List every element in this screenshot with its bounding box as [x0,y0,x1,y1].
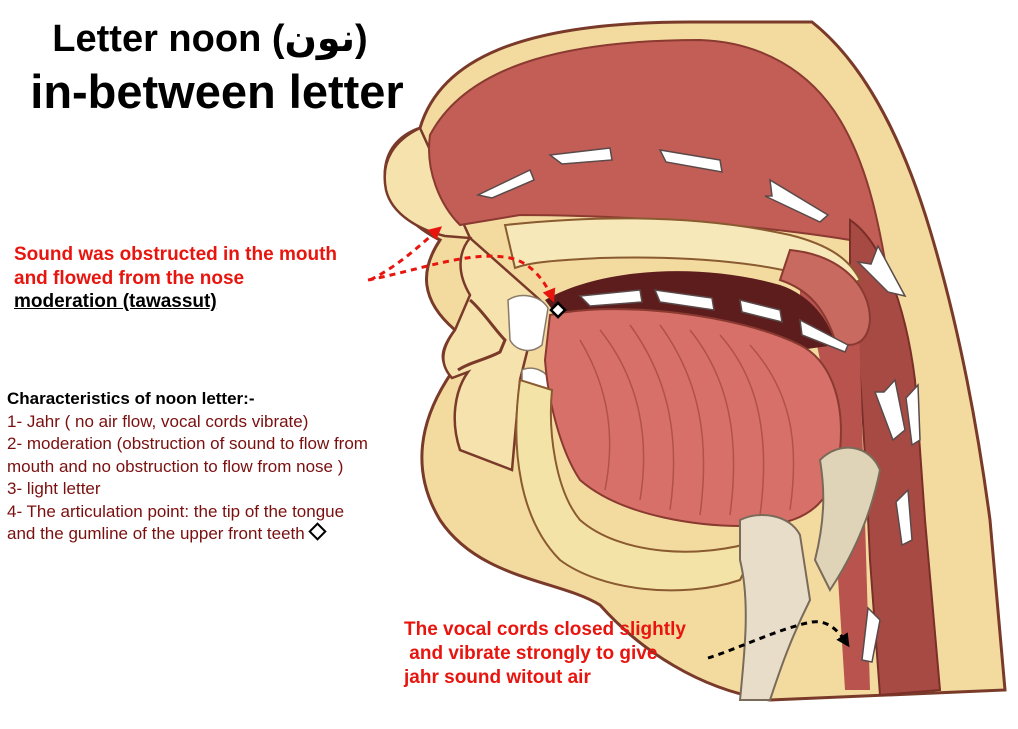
white-arrow-icon [895,488,913,547]
white-arrow-icon [861,606,881,663]
white-arrow-icon [799,318,849,353]
white-arrow-icon [578,289,643,307]
nasal-cavity [428,38,892,294]
jaw-bone [515,378,762,592]
characteristic-item: mouth and no obstruction to flow from no… [7,456,344,476]
white-arrow-icon [653,289,715,311]
soft-palate [778,248,872,346]
white-arrow-icon [764,178,830,223]
characteristic-item: 4- The articulation point: the tip of th… [7,501,345,521]
upper-teeth [507,294,549,352]
nose [383,126,542,472]
title-line-2: in-between letter [30,65,404,118]
larynx [738,514,812,701]
epiglottis [813,446,882,592]
white-arrow-icon [855,244,907,298]
characteristic-item: and the gumline of the upper front teeth [7,524,305,543]
red-dashed-arrow-nose [369,226,443,282]
tongue-muscle-fibers [579,324,795,516]
white-arrow-icon [873,378,906,442]
characteristics-heading: Characteristics of noon letter:- [7,389,255,408]
white-arrow-icon [905,383,921,447]
airflow-arrows [475,147,921,663]
lips [457,298,507,372]
white-arrow-icon [658,149,723,173]
characteristic-item: 3- light letter [7,479,101,498]
white-arrow-icon [739,298,783,324]
black-dashed-arrow-vocal-cords [707,620,850,660]
characteristics-list: Characteristics of noon letter:- 1- Jahr… [7,388,368,546]
white-arrow-icon [475,168,535,199]
title-line-1: Letter noon (نون) [52,18,368,60]
vocal-note-line-3: jahr sound witout air [404,667,591,688]
mouth-note-line-1: Sound was obstructed in the mouth [14,244,337,265]
characteristic-item: 2- moderation (obstruction of sound to f… [7,434,368,453]
mouth-note-line-2: and flowed from the nose [14,268,245,289]
characteristic-item: 1- Jahr ( no air flow, vocal cords vibra… [7,411,309,431]
red-dashed-arrow-mouth [367,254,556,303]
moderation-label: moderation (tawassut) [14,291,217,312]
vocal-note-line-1: The vocal cords closed slightly [404,619,686,640]
vocal-note-line-2: and vibrate strongly to give [404,643,658,664]
tongue [543,308,842,527]
white-arrow-icon [548,147,613,165]
vocal-cords-note: The vocal cords closed slightly and vibr… [404,618,686,690]
characteristic-item-with-marker: and the gumline of the upper front teeth [7,522,368,546]
diamond-outline-icon [308,522,327,541]
diamond-outline-icon [549,301,567,319]
mouth-obstruction-note: Sound was obstructed in the mouth and fl… [14,243,337,291]
